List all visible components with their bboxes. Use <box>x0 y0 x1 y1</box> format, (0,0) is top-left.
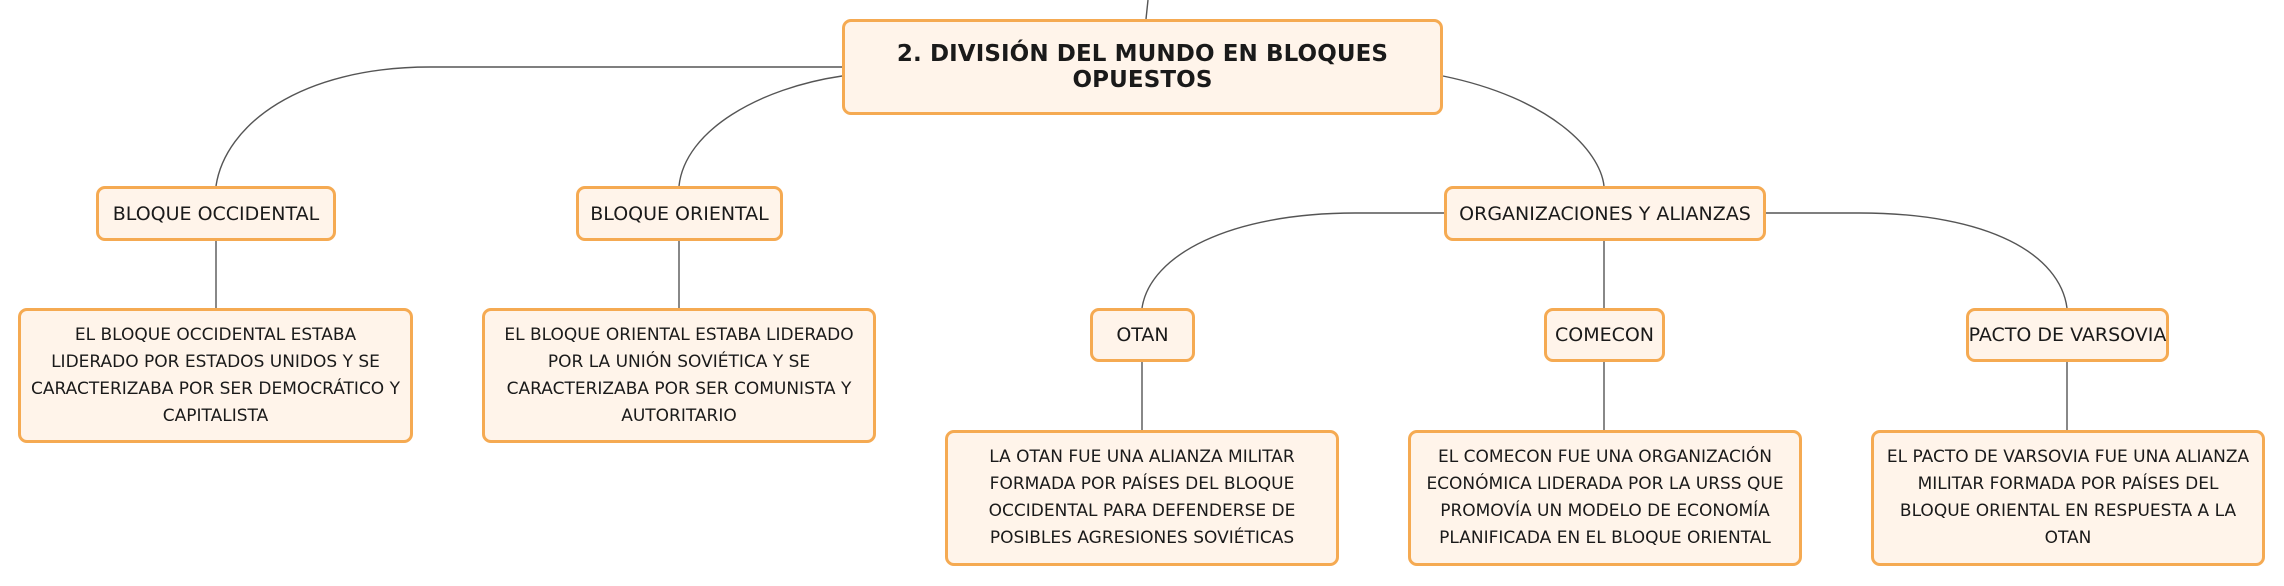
topic-bloque-occidental[interactable]: BLOQUE OCCIDENTAL <box>96 186 336 241</box>
topic-organizaciones-y-alianzas[interactable]: ORGANIZACIONES Y ALIANZAS <box>1444 186 1766 241</box>
topic-bloque-oriental[interactable]: BLOQUE ORIENTAL <box>576 186 783 241</box>
description-comecon[interactable]: EL COMECON FUE UNA ORGANIZACIÓN ECONÓMIC… <box>1408 430 1802 566</box>
topic-label: BLOQUE OCCIDENTAL <box>112 202 320 225</box>
connector-root-to-oriental <box>678 75 843 187</box>
description-text: EL BLOQUE ORIENTAL ESTABA LIDERADO POR L… <box>504 324 854 426</box>
description-text: EL PACTO DE VARSOVIA FUE UNA ALIANZA MIL… <box>1886 447 2250 548</box>
topic-label: PACTO DE VARSOVIA <box>1968 324 2167 346</box>
description-text: LA OTAN FUE UNA ALIANZA MILITAR FORMADA … <box>988 447 1296 548</box>
topic-label: COMECON <box>1554 324 1655 346</box>
topic-pacto-de-varsovia[interactable]: PACTO DE VARSOVIA <box>1966 308 2169 362</box>
description-otan[interactable]: LA OTAN FUE UNA ALIANZA MILITAR FORMADA … <box>945 430 1339 566</box>
connector-org-to-varsovia <box>1766 212 2068 309</box>
central-topic-node[interactable]: 2. DIVISIÓN DEL MUNDO EN BLOQUES OPUESTO… <box>842 19 1443 115</box>
description-text: EL COMECON FUE UNA ORGANIZACIÓN ECONÓMIC… <box>1426 447 1784 548</box>
central-topic-label: 2. DIVISIÓN DEL MUNDO EN BLOQUES OPUESTO… <box>896 41 1389 93</box>
connector-root-to-occidental <box>215 66 842 187</box>
connector-org-to-otan <box>1141 212 1444 309</box>
description-bloque-occidental[interactable]: EL BLOQUE OCCIDENTAL ESTABA LIDERADO POR… <box>18 308 413 443</box>
topic-label: BLOQUE ORIENTAL <box>590 202 769 225</box>
connector-root-to-organizaciones <box>1442 75 1605 187</box>
description-bloque-oriental[interactable]: EL BLOQUE ORIENTAL ESTABA LIDERADO POR L… <box>482 308 876 443</box>
description-pacto-de-varsovia[interactable]: EL PACTO DE VARSOVIA FUE UNA ALIANZA MIL… <box>1871 430 2265 566</box>
topic-otan[interactable]: OTAN <box>1090 308 1195 362</box>
topic-label: ORGANIZACIONES Y ALIANZAS <box>1459 202 1751 225</box>
description-text: EL BLOQUE OCCIDENTAL ESTABA LIDERADO POR… <box>31 324 400 426</box>
topic-comecon[interactable]: COMECON <box>1544 308 1665 362</box>
connector-parent-to-root <box>1145 0 1149 20</box>
topic-label: OTAN <box>1116 324 1169 346</box>
